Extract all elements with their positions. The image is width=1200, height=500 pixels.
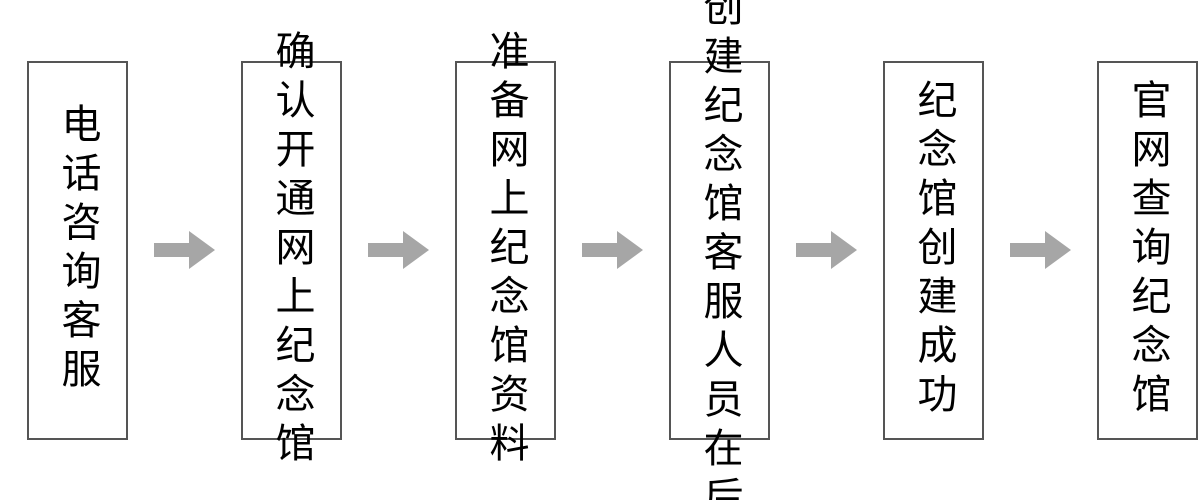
connector-arrow-2 [342,230,455,270]
arrow-right-icon [368,231,429,269]
connector-arrow-1 [128,230,241,270]
arrow-right-icon [154,231,215,269]
arrow-right-icon [796,231,857,269]
connector-arrow-4 [770,230,883,270]
arrow-right-icon [1010,231,1071,269]
connector-arrow-3 [556,230,669,270]
flow-node-4-label: 创建纪念馆 客服人员在后台 [696,0,743,500]
flow-node-4-label-column-2: 创建纪念馆 [696,0,743,231]
flow-node-6[interactable]: 官网查询纪念馆 [1097,60,1198,440]
flow-node-4[interactable]: 创建纪念馆 客服人员在后台 [669,0,770,500]
flow-node-3[interactable]: 准备网上纪念馆资料 [455,30,556,471]
flow-node-3-label: 准备网上纪念馆资料 [482,29,529,471]
flow-node-1-label: 电话咨询客服 [54,103,101,397]
flow-node-4-label-column-1: 客服人员在后台 [696,231,743,500]
arrow-right-icon [582,231,643,269]
flow-node-2[interactable]: 确认开通网上纪念馆 [241,30,342,471]
flow-node-5-label: 纪念馆创建成功 [910,78,957,422]
flow-node-1[interactable]: 电话咨询客服 [27,60,128,440]
flow-node-5[interactable]: 纪念馆创建成功 [883,60,984,440]
flow-node-2-label: 确认开通网上纪念馆 [268,29,315,471]
flow-node-6-label: 官网查询纪念馆 [1124,78,1171,422]
connector-arrow-5 [984,230,1097,270]
